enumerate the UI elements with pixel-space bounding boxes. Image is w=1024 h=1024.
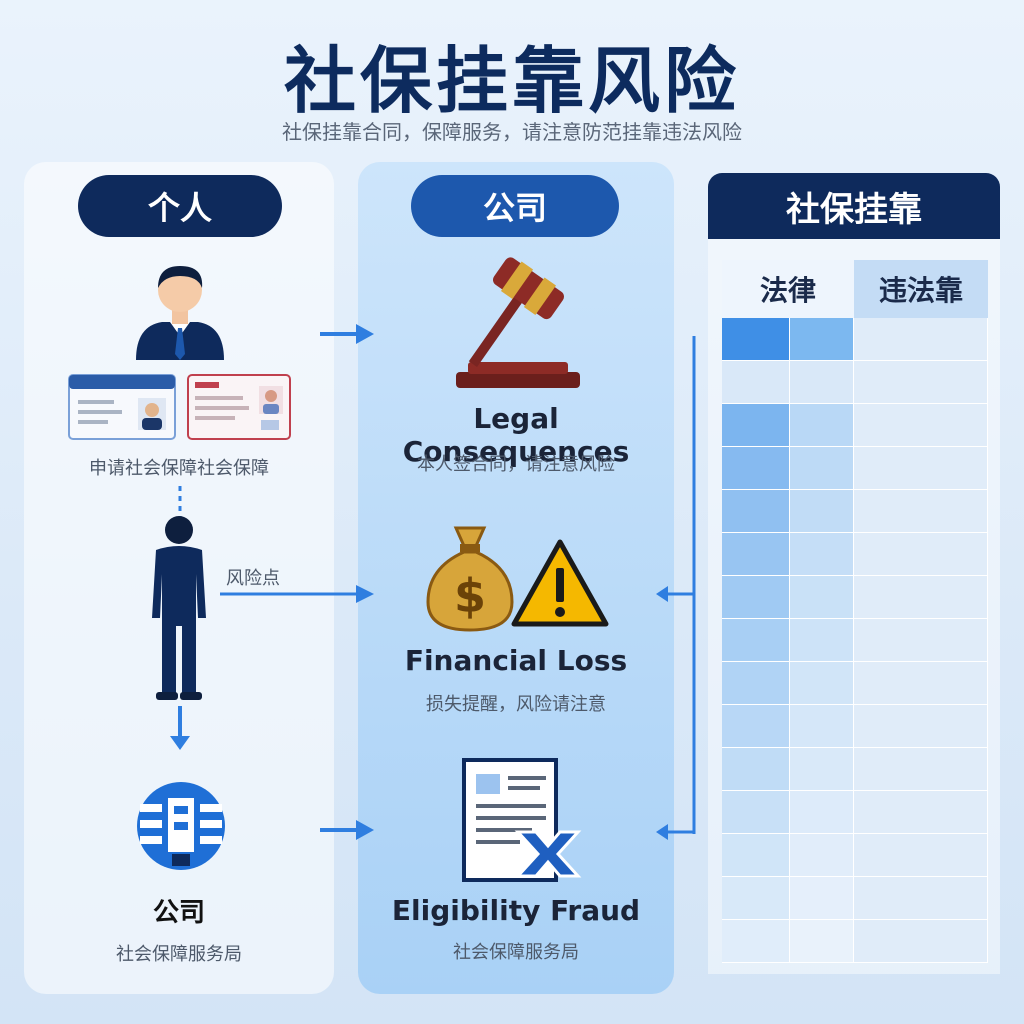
table-cell [854,318,988,361]
arrow-to-fraud [320,820,374,840]
page-subtitle: 社保挂靠合同，保障服务，请注意防范挂靠违法风险 [282,120,742,144]
table-row [722,361,988,404]
right-table-header: 社保挂靠 [708,173,1000,239]
table-cell [722,877,790,920]
table-cell [790,361,854,404]
table-cell [722,576,790,619]
table-cell [790,533,854,576]
down-arrow [170,706,190,750]
table-row [722,576,988,619]
legal-consequences-title: Legal Consequences [402,402,630,468]
table-cell [722,490,790,533]
left-company-caption: 社会保障服务局 [116,944,242,965]
left-company-title: 公司 [152,898,205,928]
table-cell [790,834,854,877]
table-cell [722,705,790,748]
table-row [722,447,988,490]
table-cell [722,920,790,963]
businessman-icon [136,266,224,360]
table-cell [854,920,988,963]
table-row [722,662,988,705]
column-header-illegal: 违法靠 [854,260,988,318]
table-cell [854,619,988,662]
table-cell [790,404,854,447]
social-security-card-icon [187,374,291,440]
table-row [722,619,988,662]
table-cell [790,791,854,834]
right-table-grid [722,318,988,963]
table-cell [854,404,988,447]
table-cell [854,791,988,834]
warning-icon [511,539,609,627]
table-cell [790,920,854,963]
gavel-icon [456,257,580,388]
table-cell [722,533,790,576]
arrow-to-legal [320,324,374,344]
table-row [722,318,988,361]
table-cell [790,748,854,791]
table-row [722,490,988,533]
table-row [722,748,988,791]
table-cell [854,748,988,791]
page-title: 社保挂靠风险 [283,39,740,123]
table-cell [722,662,790,705]
table-cell [790,576,854,619]
table-cell [854,662,988,705]
table-cell [790,705,854,748]
table-cell [854,576,988,619]
table-cell [722,361,790,404]
table-cell [790,662,854,705]
table-cell [854,490,988,533]
table-cell [722,404,790,447]
person-standing-icon [152,516,206,700]
table-cell [854,447,988,490]
financial-loss-title: Financial Loss [404,644,628,677]
table-cell [722,748,790,791]
table-cell [722,834,790,877]
table-cell [854,705,988,748]
table-row [722,791,988,834]
table-cell [854,361,988,404]
table-cell [722,619,790,662]
financial-loss-caption: 损失提醒，风险请注意 [426,694,606,715]
table-row [722,404,988,447]
individual-header: 个人 [78,175,282,237]
table-row [722,877,988,920]
table-row [722,920,988,963]
table-cell [854,834,988,877]
table-cell [790,318,854,361]
table-row [722,834,988,877]
table-row [722,705,988,748]
arrow-to-financial [220,585,374,603]
table-cell [722,318,790,361]
table-cell [722,447,790,490]
bracket-connector [656,336,696,840]
table-cell [790,447,854,490]
company-header: 公司 [411,175,619,237]
document-x-icon [462,758,582,882]
table-cell [722,791,790,834]
table-cell [854,533,988,576]
eligibility-fraud-title: Eligibility Fraud [391,894,641,927]
eligibility-fraud-caption: 社会保障服务局 [453,942,579,963]
svg-text:$: $ [454,569,486,623]
column-header-law: 法律 [722,260,854,318]
money-bag-icon: $ [426,526,514,632]
table-cell [790,877,854,920]
id-card-icon [68,374,176,440]
table-cell [790,619,854,662]
building-icon [137,782,225,870]
risk-point-label: 风险点 [226,568,280,589]
left-top-caption: 申请社会保障社会保障 [89,458,269,479]
table-cell [790,490,854,533]
table-cell [854,877,988,920]
table-row [722,533,988,576]
legal-consequences-caption: 本人签合同，请注意风险 [417,454,615,475]
